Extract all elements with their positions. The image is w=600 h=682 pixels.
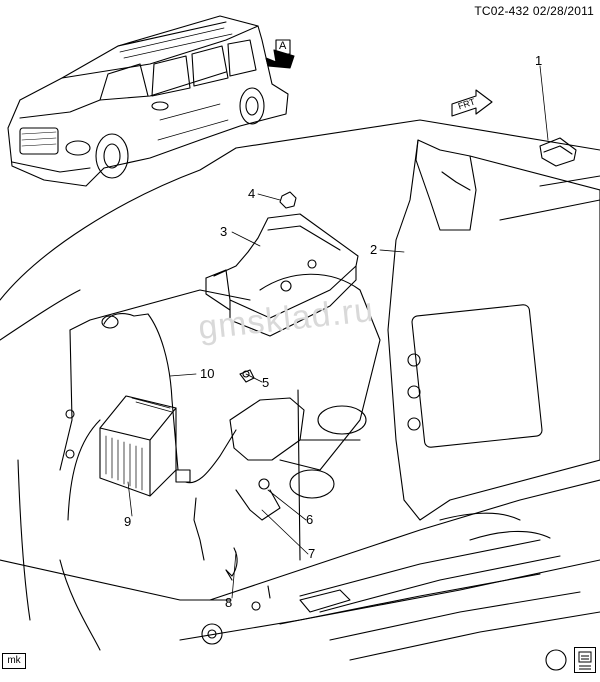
fasteners <box>225 369 271 599</box>
bracket-part <box>205 213 359 337</box>
front-direction-icon <box>451 89 493 117</box>
callout-7: 7 <box>308 546 316 561</box>
body-structure <box>0 119 600 671</box>
author-tag: mk <box>2 653 26 669</box>
quarter-trim-panel <box>387 139 600 521</box>
leader-lines <box>127 65 549 599</box>
vehicle-thumbnail-icon <box>7 15 289 187</box>
view-arrow-icon <box>265 39 295 69</box>
nut-part-4 <box>279 191 297 209</box>
mount-bracket <box>229 370 305 561</box>
callout-9: 9 <box>124 514 132 529</box>
document-icon <box>574 647 596 673</box>
callout-8: 8 <box>225 595 233 610</box>
cover-part <box>539 137 577 167</box>
callout-4: 4 <box>248 186 256 201</box>
callout-2: 2 <box>370 242 378 257</box>
callout-5: 5 <box>262 375 270 390</box>
callout-10: 10 <box>200 366 215 381</box>
view-marker-label: A <box>279 40 287 52</box>
diagram-code: TC02-432 02/28/2011 <box>474 4 594 18</box>
diagram-number: TC02-432 <box>474 4 530 18</box>
diagram-date: 02/28/2011 <box>532 4 594 18</box>
amplifier-module <box>99 395 177 497</box>
wiring-harness <box>101 313 238 577</box>
callout-3: 3 <box>220 224 228 239</box>
callout-6: 6 <box>306 512 314 527</box>
callout-1: 1 <box>535 53 543 68</box>
